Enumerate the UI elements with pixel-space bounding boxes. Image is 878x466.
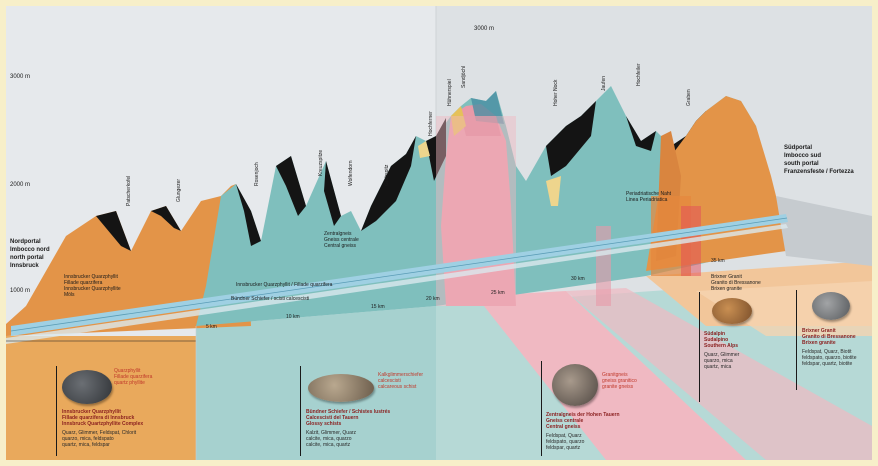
rock-card-4-text: Südalpin Sudalpino Southern Alps Quarz, … [704, 331, 794, 370]
rock-sample-3 [552, 364, 598, 406]
rock-card-1: Quarzphyllit Fillade quarzifera quartz p… [114, 368, 152, 386]
km-mark: 10 km [286, 314, 300, 320]
north-portal-label: Nordportal Imbocco nord north portal Inn… [10, 238, 50, 270]
peak-label: Hoher Nock [553, 80, 559, 106]
guide-line [541, 361, 542, 456]
formation-label: Periadriatische Naht Linea Periadriatica [626, 191, 671, 203]
peak-label: Jaufen [601, 76, 607, 91]
peak-label: Hochferner [428, 111, 434, 136]
peak-label: Graben [686, 89, 692, 106]
rock-card-2: Kalkglimmerschiefer calcescisti calcareo… [378, 372, 423, 390]
peak-label: Sandjöchl [461, 66, 467, 88]
guide-line [699, 292, 700, 402]
peak-label: Glungezer [176, 179, 182, 202]
elevation-label-2000: 2000 m [10, 182, 30, 189]
rock-card-5-text: Brixner Granit Granito di Bressanone Bri… [802, 328, 868, 367]
guide-line [56, 366, 57, 456]
formation-label: Zentralgneis Gneiss centrale Central gne… [324, 231, 359, 249]
km-mark: 20 km [426, 296, 440, 302]
km-mark: 5 km [206, 324, 217, 330]
rock-card-1-text: Innsbrucker Quarzphyllit Fillade quarzif… [62, 409, 192, 448]
elevation-label-3000-right: 3000 m [474, 26, 494, 33]
elevation-label-3000: 3000 m [10, 74, 30, 81]
tunnel-label: Bündner Schiefer / scisti calcescisti [231, 296, 309, 302]
peak-label: Grabspitz [384, 165, 390, 186]
km-mark: 35 km [711, 258, 725, 264]
rock-sample-2 [308, 374, 374, 402]
km-mark: 30 km [571, 276, 585, 282]
peak-label: Hühnerspiel [447, 79, 453, 106]
formation-label: Brixner Granit Granito di Bressanone Bri… [711, 274, 761, 292]
guide-line [300, 366, 301, 456]
peak-label: Kreuzspitze [318, 150, 324, 176]
rock-sample-1 [62, 370, 112, 404]
rock-card-3: Granitgneis gneiss granitico granite gne… [602, 372, 637, 390]
rock-card-2-text: Bündner Schiefer / Schistes lustrés Calc… [306, 409, 436, 448]
rock-sample-5 [812, 292, 850, 320]
south-portal-label: Südportal Imbocco sud south portal Franz… [784, 144, 854, 176]
peak-label: Patscherkofel [126, 176, 132, 206]
guide-line [796, 290, 797, 390]
km-mark: 25 km [491, 290, 505, 296]
elevation-label-1000: 1000 m [10, 288, 30, 295]
tunnel-label: Innsbrucker Quarzphyllit / Fillade quarz… [236, 282, 332, 288]
peak-label: Rosenjoch [254, 162, 260, 186]
geological-profile-panel: 3000 m 2000 m 1000 m 3000 m Nordportal I… [6, 6, 872, 460]
peak-label: Wolfendorn [348, 161, 354, 186]
profile-graphic [6, 6, 872, 460]
formation-label: Innsbrucker Quarzphyllit Fillade quarzif… [64, 274, 121, 298]
peak-label: Hochfeiler [636, 63, 642, 86]
rock-card-3-text: Zentralgneis der Hohen Tauern Gneiss cen… [546, 412, 676, 451]
rock-sample-4 [712, 298, 752, 324]
km-mark: 15 km [371, 304, 385, 310]
